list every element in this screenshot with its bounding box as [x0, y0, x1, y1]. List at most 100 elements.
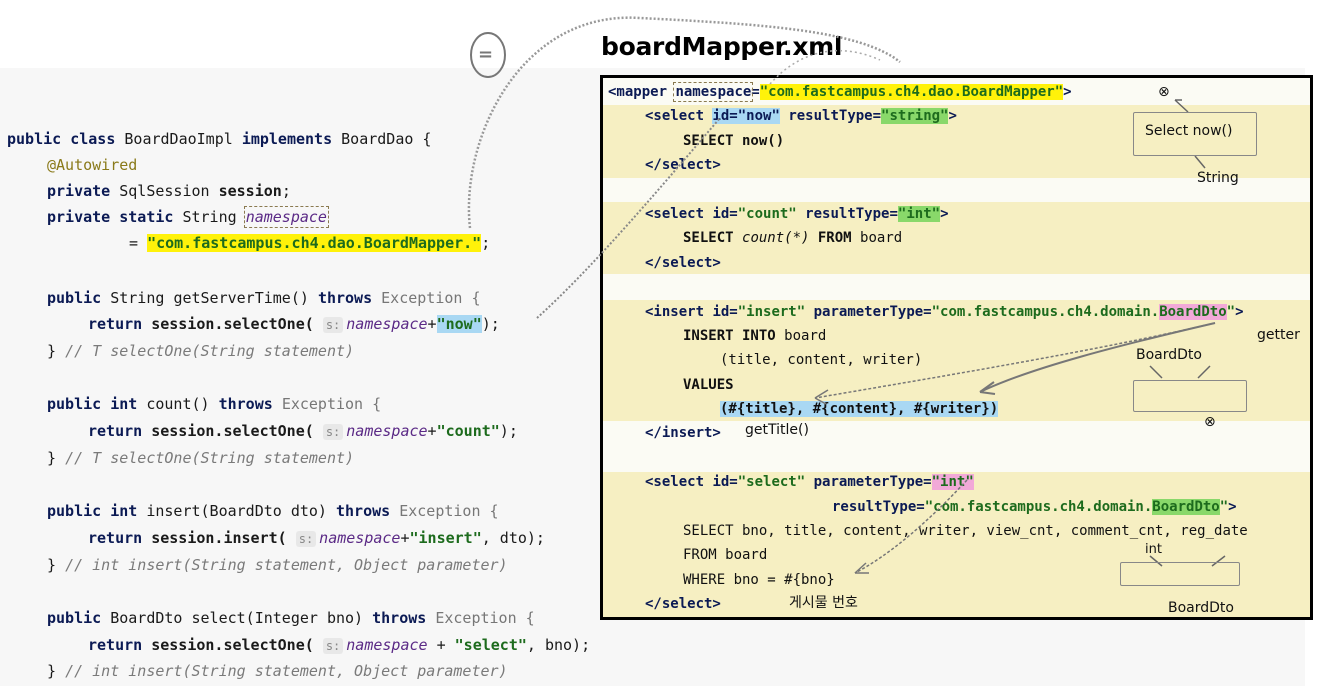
- xml-file-title: boardMapper.xml: [601, 32, 843, 61]
- attr-id: id=: [712, 474, 738, 490]
- select-now-sketch-box: [1133, 112, 1257, 156]
- attr-id: id=: [712, 108, 738, 124]
- kw-public: public: [47, 395, 111, 413]
- exception-type: Exception {: [281, 395, 382, 413]
- call-tail: );: [481, 315, 500, 333]
- select-now-note: Select now(): [1145, 123, 1233, 139]
- tag-end: >: [940, 206, 949, 222]
- statement-id-literal: "count": [436, 422, 500, 440]
- select-open-line1: <select id="select" parameterType="int": [645, 473, 974, 492]
- parametertype-package: "com.fastcampus.ch4.domain.: [931, 304, 1160, 320]
- parametertype-value: "int": [931, 474, 974, 490]
- kw-return: return: [88, 529, 152, 547]
- attr-namespace: namespace: [673, 82, 754, 102]
- method-signature-select: public BoardDto select(Integer bno) thro…: [47, 608, 535, 628]
- plus-operator: +: [427, 636, 455, 654]
- method-name: select(Integer bno): [191, 609, 373, 627]
- kw-private: private: [47, 182, 120, 200]
- plus-operator: +: [427, 422, 437, 440]
- kw-public-class: public class: [7, 130, 125, 148]
- semicolon: ;: [481, 234, 491, 252]
- kw-public: public: [47, 609, 111, 627]
- attr-resulttype: resultType=: [779, 108, 882, 124]
- plus-operator: +: [427, 315, 437, 333]
- statement-id-literal: "now": [436, 315, 482, 333]
- xml-mapper-panel: <mapper namespace="com.fastcampus.ch4.da…: [600, 75, 1313, 620]
- attr-resulttype: resultType=: [796, 206, 898, 222]
- kw-implements: implements: [241, 130, 342, 148]
- gettitle-note: getTitle(): [745, 422, 809, 438]
- class-name: BoardDaoImpl: [124, 130, 242, 148]
- method-close-insert: } // int insert(String statement, Object…: [47, 555, 508, 575]
- sql-kw-insert-into: INSERT INTO: [683, 328, 785, 344]
- namespace-ref: namespace: [346, 315, 428, 333]
- attr-id: id=: [712, 206, 738, 222]
- kw-return: return: [88, 422, 152, 440]
- return-type: String: [110, 289, 174, 307]
- id-value: "select": [737, 474, 806, 490]
- tag-end: >: [1228, 499, 1237, 515]
- post-number-note: 게시물 번호: [789, 595, 858, 611]
- sql-insert-values: (#{title}, #{content}, #{writer}): [720, 400, 999, 419]
- sql-select-now: SELECT now(): [683, 133, 785, 149]
- sql-count-fn: count(*): [742, 230, 818, 246]
- select-open-line2: resultType="com.fastcampus.ch4.domain.Bo…: [832, 498, 1237, 517]
- int-sketch-box: [1120, 562, 1240, 586]
- closing-brace: }: [47, 342, 66, 360]
- string-note: String: [1197, 170, 1239, 186]
- kw-public: public: [47, 289, 111, 307]
- tag-select: <select: [645, 206, 713, 222]
- sql-values-kw: VALUES: [683, 377, 734, 393]
- attr-id: id=: [712, 304, 738, 320]
- boarddto-sketch-box: [1133, 380, 1247, 412]
- kw-public: public: [47, 502, 111, 520]
- sql-count: SELECT count(*) FROM board: [683, 229, 902, 248]
- call-tail: , bno);: [526, 636, 591, 654]
- closing-brace: }: [47, 449, 66, 467]
- method-name: insert(BoardDto dto): [146, 502, 336, 520]
- exception-type: Exception {: [381, 289, 481, 307]
- namespace-string-literal: "com.fastcampus.ch4.dao.BoardMapper.": [147, 234, 482, 252]
- method-name: getServerTime(): [173, 289, 318, 307]
- quote: ": [1226, 304, 1236, 320]
- sql-insert-columns: (title, content, writer): [720, 352, 923, 368]
- method-signature-insert: public int insert(BoardDto dto) throws E…: [47, 501, 499, 521]
- resulttype-class: BoardDto: [1152, 499, 1220, 515]
- namespace-ref: namespace: [319, 529, 401, 547]
- namespace-field: private static String namespace: [47, 206, 329, 228]
- resulttype-value: "int": [897, 206, 941, 222]
- closing-brace: }: [47, 556, 66, 574]
- select-count-close: </select>: [645, 255, 721, 271]
- inlay-comment: // int insert(String statement, Object p…: [65, 556, 508, 574]
- method-body-select: return session.selectOne( s:namespace + …: [88, 635, 590, 655]
- method-close-select: } // int insert(String statement, Object…: [47, 661, 508, 681]
- tag-end: >: [1063, 84, 1072, 100]
- field-session: session: [218, 182, 282, 200]
- namespace-ref: namespace: [346, 636, 428, 654]
- parametertype-class: BoardDto: [1159, 304, 1227, 320]
- id-value: "now": [737, 108, 780, 124]
- insert-close: </insert>: [645, 425, 721, 441]
- kw-return: return: [88, 315, 152, 333]
- int-note: int: [1145, 542, 1162, 557]
- type-string: String: [182, 208, 246, 226]
- tag-end: >: [1235, 304, 1244, 320]
- resulttype-package: "com.fastcampus.ch4.domain.: [924, 499, 1153, 515]
- tag-insert: <insert: [645, 304, 713, 320]
- boarddto-note-bottom: BoardDto: [1168, 600, 1234, 616]
- quote: ": [1219, 499, 1229, 515]
- inlay-comment: // T selectOne(String statement): [65, 342, 355, 360]
- kw-throws: throws: [336, 502, 400, 520]
- session-call: session.selectOne(: [151, 422, 314, 440]
- param-hint: s:: [322, 317, 344, 333]
- tag-select: <select: [645, 474, 713, 490]
- sql-kw-from: FROM: [817, 230, 861, 246]
- return-type: BoardDto: [110, 609, 192, 627]
- session-call: session.selectOne(: [151, 636, 314, 654]
- return-type: int: [110, 502, 147, 520]
- session-field: private SqlSession session;: [47, 181, 291, 201]
- equals-sign: =: [751, 84, 760, 100]
- call-tail: );: [499, 422, 518, 440]
- select-now-close: </select>: [645, 157, 721, 173]
- kw-private-static: private static: [47, 208, 183, 226]
